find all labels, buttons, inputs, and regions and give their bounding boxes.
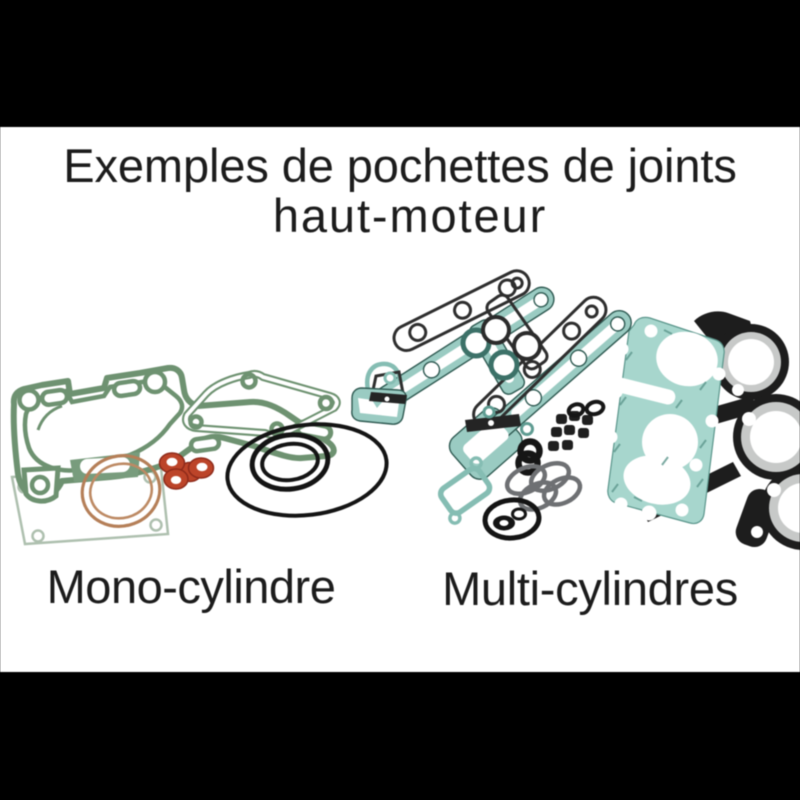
svg-text:Multi-cylindres: Multi-cylindres: [442, 562, 738, 615]
svg-text:Exemples de pochettes de joint: Exemples de pochettes de joints: [63, 139, 737, 192]
svg-text:Mono-cylindre: Mono-cylindre: [47, 560, 336, 613]
svg-text:haut-moteur: haut-moteur: [273, 189, 547, 242]
